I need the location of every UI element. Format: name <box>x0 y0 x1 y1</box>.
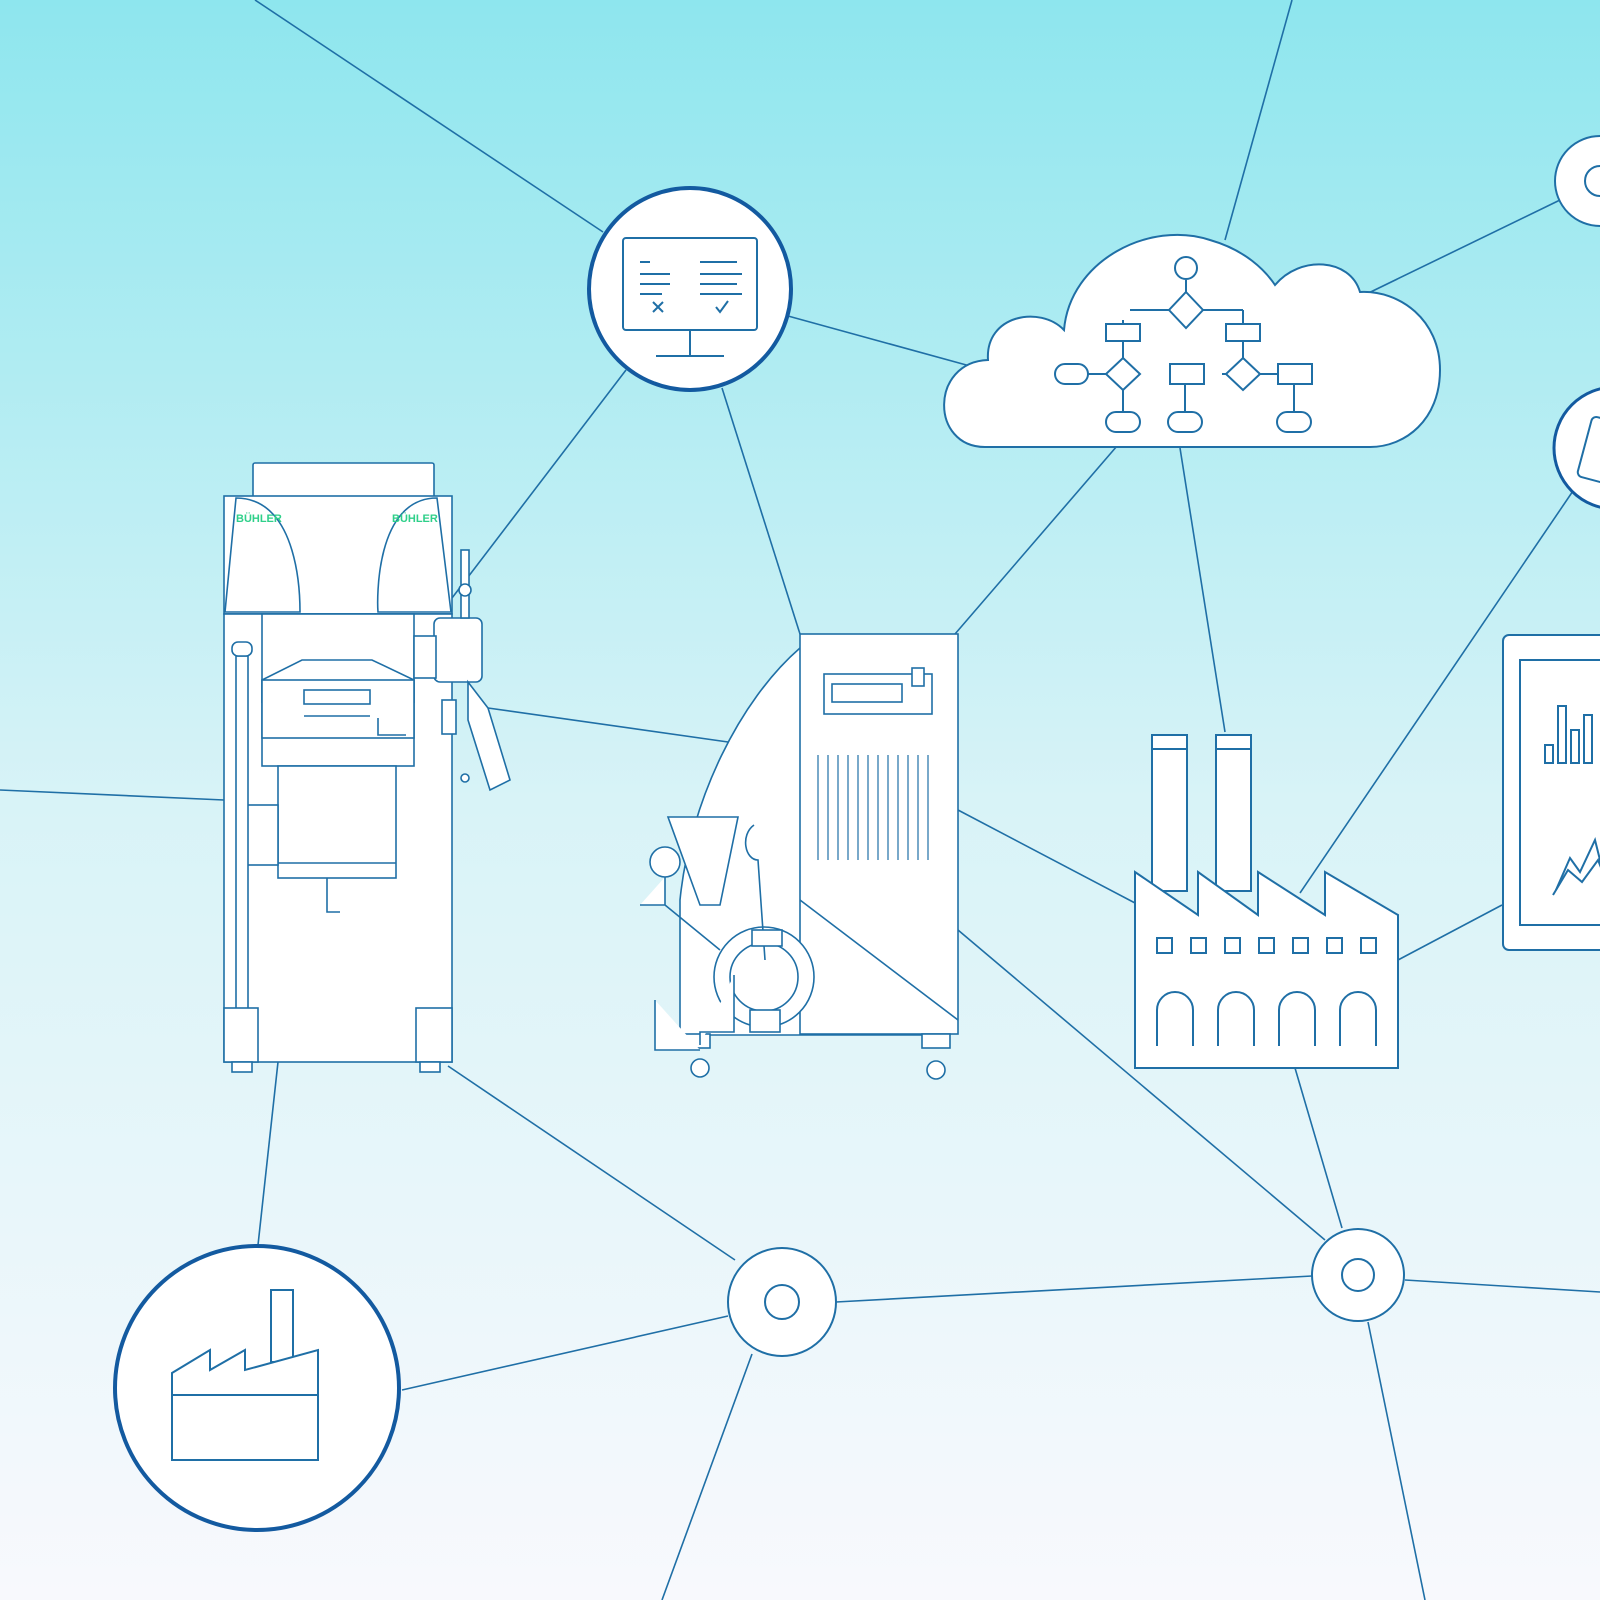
cloud-node <box>943 233 1442 448</box>
flowchart-icon <box>1054 256 1313 433</box>
processing-machine <box>223 462 511 1073</box>
hub-node-left <box>727 1247 837 1357</box>
hub-node-top-right <box>1554 135 1600 227</box>
vent-grille <box>817 755 929 860</box>
ball-mill-machine <box>640 633 959 1080</box>
flowchart-cloud-icon <box>943 233 1442 448</box>
bar-chart-tablet-icon <box>1544 705 1600 896</box>
brand-logo-right: BÜHLER <box>392 512 438 525</box>
hub-node-right <box>1311 1228 1405 1322</box>
factory-building-icon <box>1134 734 1399 1069</box>
factory-circle-node <box>113 1244 401 1532</box>
factory-building <box>1134 734 1399 1069</box>
brand-logos: BÜHLER BÜHLER <box>236 512 438 525</box>
tablet-circle-node <box>1552 387 1600 509</box>
factory-icon <box>171 1289 319 1461</box>
tablet-icon <box>1576 416 1600 486</box>
checklist-monitor-icon <box>622 237 758 357</box>
dashboard-tablet <box>1502 634 1600 951</box>
brand-logo-left: BÜHLER <box>236 512 282 525</box>
monitor-node <box>587 186 793 392</box>
